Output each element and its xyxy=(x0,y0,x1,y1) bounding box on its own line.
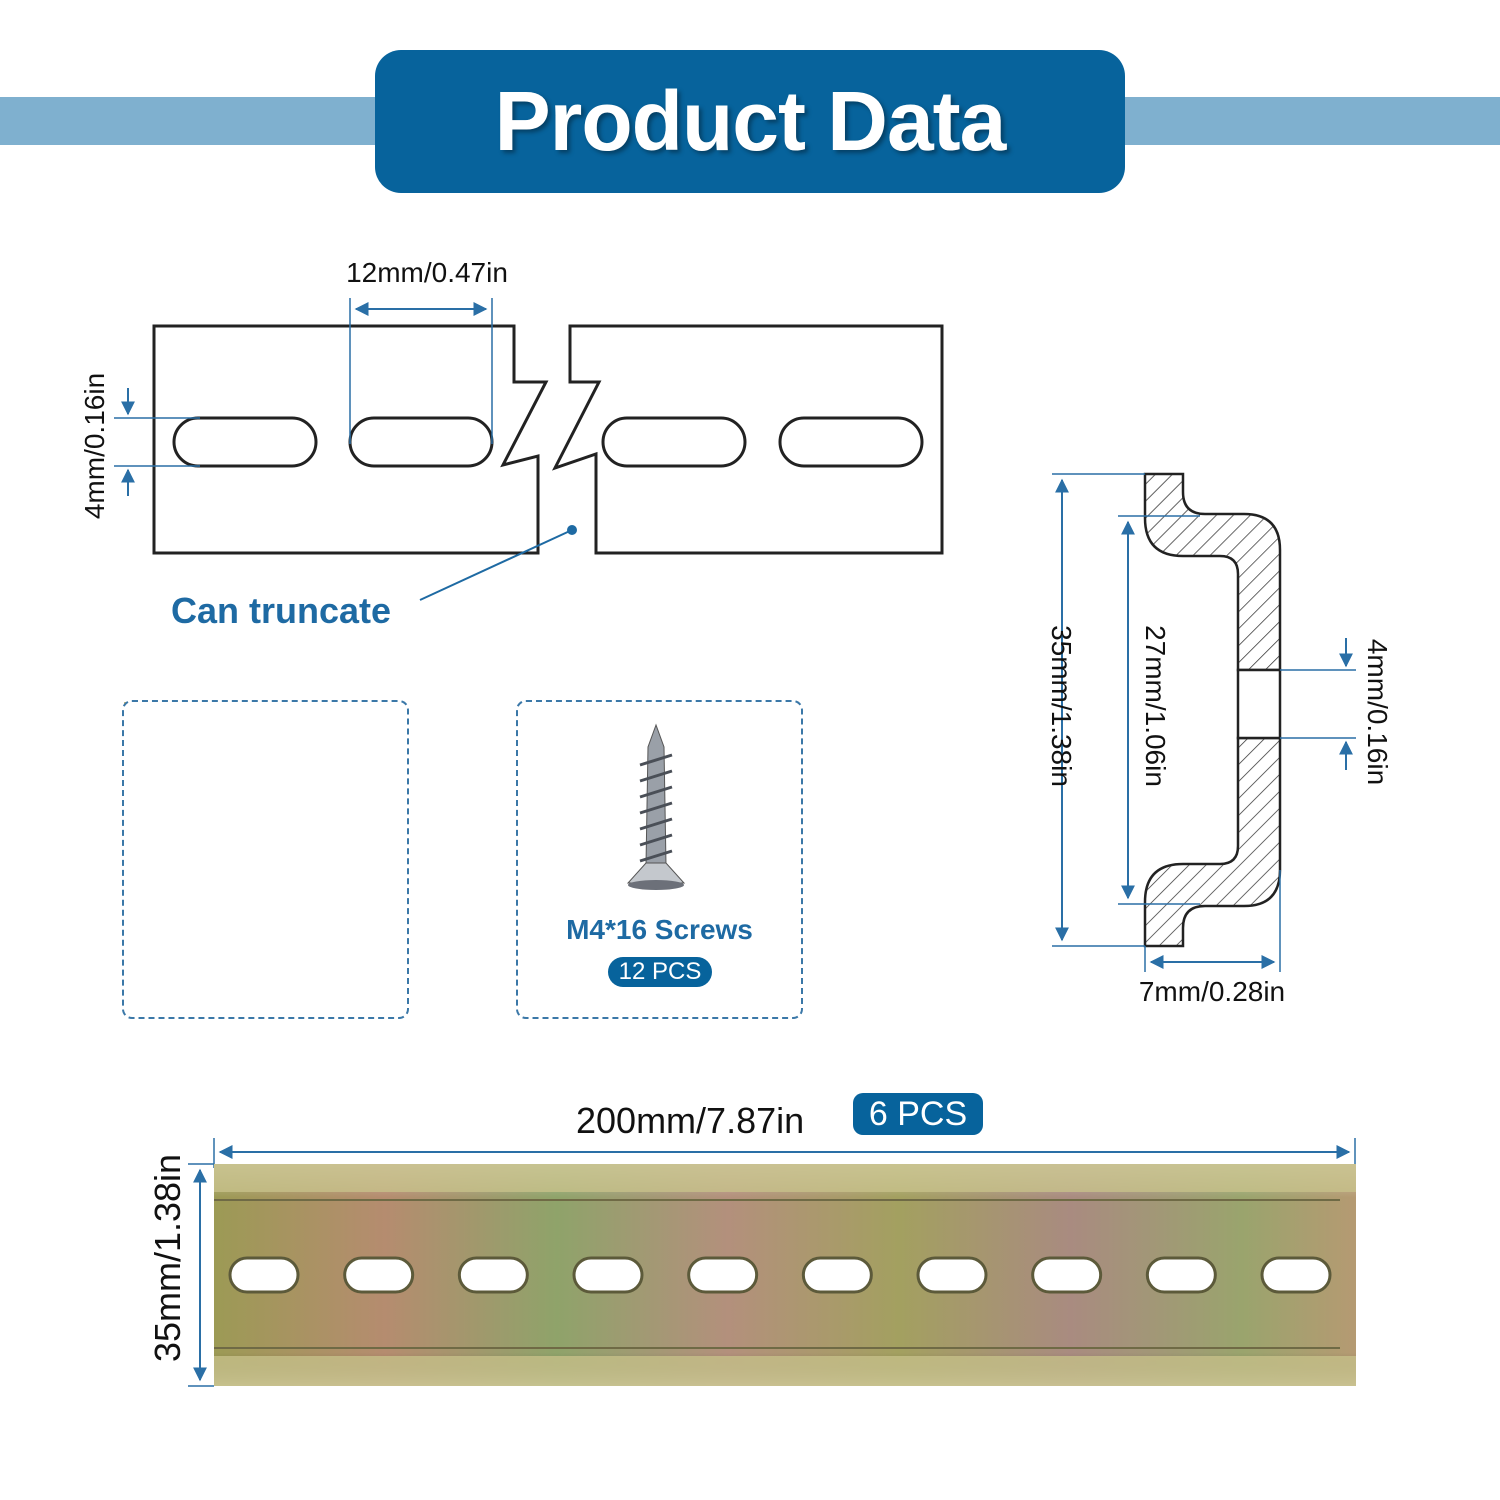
rail-slot xyxy=(801,1256,873,1294)
rail-bottom-flange xyxy=(214,1356,1356,1386)
slot-pitch-label: 12mm/0.47in xyxy=(346,257,508,288)
rail-slot xyxy=(687,1256,759,1294)
inner-height-label: 27mm/1.06in xyxy=(1140,625,1171,787)
rail-drawing: 35mm/1.38in xyxy=(147,1138,1356,1387)
screw-label: M4*16 Screws xyxy=(566,914,753,945)
rail-photo-frame xyxy=(122,700,409,1019)
truncate-leader xyxy=(419,529,573,601)
screw-icon xyxy=(626,723,686,890)
rail-slot xyxy=(343,1256,415,1294)
rail-length-label: 200mm/7.87in xyxy=(576,1100,805,1141)
rail-outline-right xyxy=(551,324,944,555)
truncate-label: Can truncate xyxy=(171,590,392,631)
rail-top-flange xyxy=(214,1164,1356,1192)
rail-slot xyxy=(1031,1256,1103,1294)
profile-slot-label: 4mm/0.16in xyxy=(1362,639,1393,785)
slot-height-label: 4mm/0.16in xyxy=(79,373,110,519)
depth-label: 7mm/0.28in xyxy=(1139,976,1285,1007)
page-title: Product Data xyxy=(494,74,1007,168)
rail-height-label: 35mm/1.38in xyxy=(147,1154,188,1362)
total-height-label: 35mm/1.38in xyxy=(1046,625,1077,787)
screw-info-card: M4*16 Screws 12 PCS xyxy=(516,700,803,1019)
rail-slot xyxy=(228,1256,300,1294)
slot-diagram: 12mm/0.47in 4mm/0.16in xyxy=(79,257,944,601)
rail-slot xyxy=(916,1256,988,1294)
rail-slot xyxy=(1145,1256,1217,1294)
header-banner: Product Data xyxy=(375,50,1125,193)
slot xyxy=(348,416,494,468)
rail-slot xyxy=(1260,1256,1332,1294)
slot xyxy=(778,416,924,468)
slot xyxy=(172,416,318,468)
rail-slot xyxy=(572,1256,644,1294)
rail-slots xyxy=(228,1256,1332,1294)
slot xyxy=(601,416,747,468)
rail-slot xyxy=(457,1256,529,1294)
screw-quantity-badge: 12 PCS xyxy=(608,957,712,987)
profile-diagram: 35mm/1.38in 27mm/1.06in 4mm/0.16in 7mm/0… xyxy=(1046,472,1393,1007)
rail-quantity-badge: 6 PCS xyxy=(853,1093,983,1135)
profile-slot xyxy=(1236,668,1282,740)
